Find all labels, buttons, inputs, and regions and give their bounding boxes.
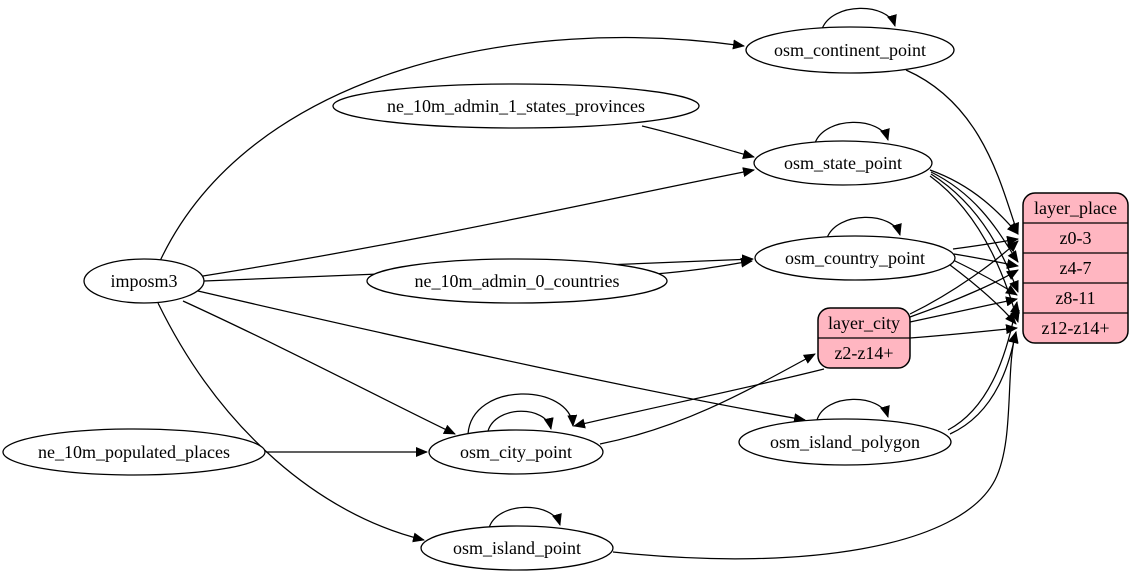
edge-imposm3-to-osm_island_polygon (197, 290, 806, 424)
record-row-layer_city-1: z2-z14+ (834, 343, 893, 363)
node-osm_state_point: osm_state_point (753, 140, 933, 186)
edge-imposm3-to-osm_city_point (182, 300, 456, 435)
edge-imposm3-to-osm_continent_point (159, 36, 745, 262)
edge-osm_continent_point-to-layer_place-z0-3 (905, 69, 1019, 235)
record-row-layer_city-0: layer_city (828, 313, 900, 333)
edge-osm_island_polygon-to-layer_place-z8-11 (947, 301, 1020, 431)
edge-osm_country_point-to-layer_place-z0-3 (952, 235, 1019, 250)
record-row-layer_place-1: z0-3 (1060, 228, 1092, 248)
edge-layer_city-to-layer_place-z4-7 (909, 269, 1019, 318)
edge-osm_island_polygon-to-osm_island_polygon (816, 398, 890, 421)
node-shape-ne_10m_admin_0_countries (366, 258, 668, 304)
edge-layer_city-to-osm_city_point (573, 368, 825, 429)
edge-layer (157, 7, 1020, 560)
node-osm_continent_point: osm_continent_point (745, 26, 955, 74)
node-ne_10m_admin_1_states_provinces: ne_10m_admin_1_states_provinces (332, 83, 700, 129)
edge-osm_state_point-to-osm_state_point (814, 121, 890, 144)
edge-osm_country_point-to-layer_place-z12-z14+ (949, 264, 1017, 325)
node-osm_island_polygon: osm_island_polygon (738, 418, 952, 466)
node-shape-osm_city_point (428, 429, 604, 475)
node-label-osm_country_point: osm_country_point (785, 248, 925, 268)
node-layer: imposm3 ne_10m_admin_1_states_provincesne… (2, 26, 1129, 571)
node-shape-osm_island_polygon (738, 418, 952, 466)
node-label-osm_island_polygon: osm_island_polygon (770, 432, 920, 452)
node-label-osm_continent_point: osm_continent_point (774, 40, 926, 60)
record-row-layer_place-0: layer_place (1034, 198, 1117, 218)
edge-layer_city-to-layer_place-z8-11 (909, 296, 1018, 323)
record-row-layer_place-2: z4-7 (1060, 258, 1092, 278)
node-ne_10m_populated_places: ne_10m_populated_places (2, 428, 266, 476)
record-shape-layer_place (1022, 192, 1129, 344)
node-shape-ne_10m_admin_1_states_provinces (332, 83, 700, 129)
node-label-osm_city_point: osm_city_point (460, 442, 572, 462)
edge-osm_continent_point-to-osm_continent_point (821, 7, 897, 30)
node-ne_10m_admin_0_countries: ne_10m_admin_0_countries (366, 258, 668, 304)
node-shape-osm_continent_point (745, 26, 955, 74)
node-shape-ne_10m_populated_places (2, 428, 266, 476)
edge-imposm3-to-osm_state_point (202, 167, 755, 277)
node-label-osm_island_point: osm_island_point (453, 538, 581, 558)
node-layer_city: layer_city z2-z14+ (817, 307, 911, 369)
edge-layer_city-to-layer_place-z12-z14+ (909, 324, 1018, 339)
node-label-imposm3: imposm3 (110, 271, 177, 291)
node-label-ne_10m_admin_0_countries: ne_10m_admin_0_countries (415, 271, 620, 291)
node-shape-osm_island_point (420, 525, 614, 571)
node-label-ne_10m_admin_1_states_provinces: ne_10m_admin_1_states_provinces (387, 96, 645, 116)
edge-osm_city_point-to-osm_city_point (467, 393, 578, 435)
edge-osm_state_point-to-layer_place-z4-7 (930, 171, 1019, 263)
node-layer_place: layer_place z0-3 z4-7 z8-11 z12-z14+ (1022, 192, 1129, 344)
edge-ne_10m_admin_1_states_provinces-to-osm_state_point (641, 125, 755, 160)
edge-osm_state_point-to-layer_place-z8-11 (930, 173, 1019, 293)
record-row-layer_place-4: z12-z14+ (1041, 318, 1109, 338)
node-imposm3: imposm3 (83, 258, 205, 304)
edge-osm_country_point-to-layer_place-z8-11 (952, 259, 1018, 296)
node-shape-osm_country_point (754, 235, 956, 281)
node-osm_island_point: osm_island_point (420, 525, 614, 571)
node-shape-imposm3 (83, 258, 205, 304)
edge-ne_10m_admin_0_countries-to-osm_country_point (654, 257, 753, 275)
node-osm_country_point: osm_country_point (754, 235, 956, 281)
edge-osm_island_point-to-osm_island_point (488, 506, 562, 529)
edge-osm_state_point-to-layer_place-z0-3 (929, 169, 1019, 235)
node-shape-osm_state_point (753, 140, 933, 186)
edge-osm_country_point-to-layer_place-z4-7 (953, 253, 1019, 269)
edge-osm_island_point-to-layer_place-z12-z14+ (612, 331, 1018, 560)
node-label-ne_10m_populated_places: ne_10m_populated_places (38, 442, 230, 462)
edge-layer_city-to-layer_place-z0-3 (909, 240, 1019, 315)
node-osm_city_point: osm_city_point (428, 429, 604, 475)
edge-osm_city_point-to-osm_city_point (487, 410, 554, 432)
edge-imposm3-to-osm_island_point (157, 302, 425, 543)
edge-osm_city_point-to-layer_city-z2-z14+ (599, 353, 816, 445)
record-row-layer_place-3: z8-11 (1055, 288, 1095, 308)
edge-osm_country_point-to-osm_country_point (826, 216, 902, 239)
node-label-osm_state_point: osm_state_point (784, 153, 902, 173)
